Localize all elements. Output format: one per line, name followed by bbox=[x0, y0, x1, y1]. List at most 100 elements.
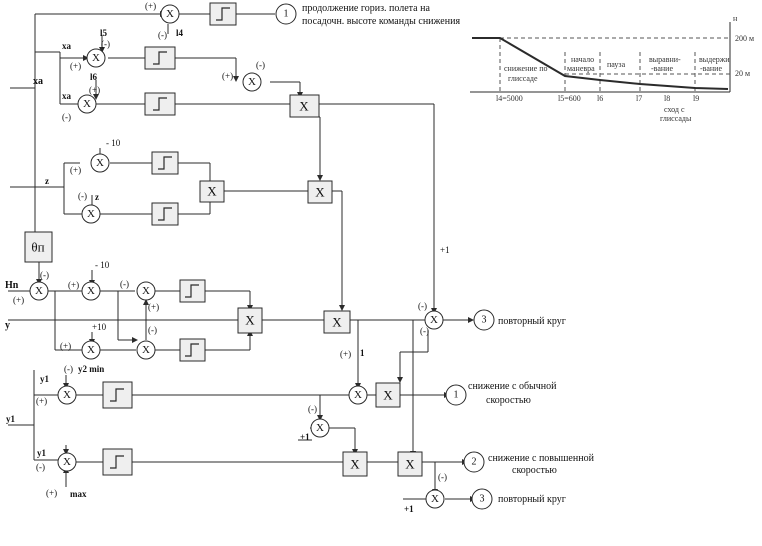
svg-text:выравни-: выравни- bbox=[649, 55, 681, 64]
threshold-blocks bbox=[102, 2, 237, 476]
svg-text:z: z bbox=[45, 176, 49, 186]
svg-text:3: 3 bbox=[482, 315, 487, 326]
svg-text:X: X bbox=[315, 185, 325, 200]
output-labels: продолжение гориз. полета на посадочн. в… bbox=[302, 3, 595, 505]
svg-text:X: X bbox=[299, 99, 309, 114]
svg-text:1: 1 bbox=[284, 9, 289, 20]
svg-text:начало: начало bbox=[571, 55, 594, 64]
svg-text:(+): (+) bbox=[145, 1, 156, 11]
svg-text:l5: l5 bbox=[100, 28, 108, 38]
svg-text:X: X bbox=[166, 8, 174, 20]
svg-text:(+): (+) bbox=[89, 85, 100, 95]
wires bbox=[8, 13, 470, 500]
svg-text:l7: l7 bbox=[636, 94, 642, 103]
svg-text:1: 1 bbox=[360, 348, 365, 358]
svg-text:(-): (-) bbox=[120, 279, 129, 289]
svg-text:(-): (-) bbox=[101, 39, 110, 49]
approach-profile: н 200 м 20 м снижение по глиссаде начало… bbox=[470, 14, 754, 123]
svg-text:н: н bbox=[733, 14, 738, 23]
svg-text:(-): (-) bbox=[64, 364, 73, 374]
svg-text:повторный круг: повторный круг bbox=[498, 494, 566, 505]
svg-text:l9: l9 bbox=[693, 94, 699, 103]
svg-text:(+): (+) bbox=[46, 488, 57, 498]
svg-text:(-): (-) bbox=[256, 60, 265, 70]
svg-text:X: X bbox=[316, 422, 324, 434]
svg-text:X: X bbox=[207, 184, 217, 199]
svg-text:(+): (+) bbox=[13, 295, 24, 305]
svg-text:глиссады: глиссады bbox=[660, 114, 692, 123]
svg-text:20 м: 20 м bbox=[735, 69, 750, 78]
svg-text:(-): (-) bbox=[420, 326, 429, 336]
svg-text:маневра: маневра bbox=[567, 64, 595, 73]
sign-labels: (+) (-) (-) (+) (+) (-) (+) (-) - 10 (+)… bbox=[13, 1, 450, 514]
svg-text:сход с: сход с bbox=[664, 105, 685, 114]
svg-text:(+): (+) bbox=[148, 302, 159, 312]
svg-text:xa: xa bbox=[62, 41, 72, 51]
svg-text:выдержи: выдержи bbox=[699, 55, 730, 64]
svg-text:X: X bbox=[354, 389, 362, 401]
svg-text:y1: y1 bbox=[40, 374, 50, 384]
svg-text:(-): (-) bbox=[148, 325, 157, 335]
svg-text:X: X bbox=[245, 313, 255, 328]
svg-text:y1: y1 bbox=[37, 448, 47, 458]
svg-text:Hn: Hn bbox=[5, 280, 19, 291]
svg-text:z: z bbox=[95, 192, 99, 202]
svg-text:снижение с повышенной: снижение с повышенной bbox=[488, 453, 595, 464]
svg-text:X: X bbox=[405, 457, 415, 472]
svg-text:(-): (-) bbox=[158, 30, 167, 40]
svg-text:+1: +1 bbox=[440, 245, 450, 255]
svg-text:3: 3 bbox=[480, 494, 485, 505]
svg-text:глиссаде: глиссаде bbox=[508, 74, 538, 83]
svg-text:X: X bbox=[83, 98, 91, 110]
svg-text:(-): (-) bbox=[78, 191, 87, 201]
svg-text:1: 1 bbox=[454, 390, 459, 401]
svg-text:max: max bbox=[70, 489, 87, 499]
svg-text:2: 2 bbox=[472, 457, 477, 468]
svg-text:(-): (-) bbox=[62, 112, 71, 122]
svg-text:l6: l6 bbox=[90, 72, 98, 82]
svg-text:X: X bbox=[87, 285, 95, 297]
svg-text:(+): (+) bbox=[36, 396, 47, 406]
svg-text:θп: θп bbox=[31, 240, 44, 255]
svg-text:(+): (+) bbox=[60, 341, 71, 351]
svg-text:X: X bbox=[63, 389, 71, 401]
svg-text:200 м: 200 м bbox=[735, 34, 754, 43]
svg-text:X: X bbox=[87, 208, 95, 220]
svg-text:скоростью: скоростью bbox=[486, 395, 531, 406]
svg-text:X: X bbox=[142, 285, 150, 297]
svg-text:(-): (-) bbox=[308, 404, 317, 414]
svg-text:X: X bbox=[96, 157, 104, 169]
output-terminals: 1 3 1 2 3 bbox=[275, 3, 495, 510]
svg-text:(+): (+) bbox=[222, 71, 233, 81]
svg-text:- 10: - 10 bbox=[106, 138, 121, 148]
svg-text:(+): (+) bbox=[68, 280, 79, 290]
svg-text:+1: +1 bbox=[404, 504, 414, 514]
svg-text:снижение с обычной: снижение с обычной bbox=[468, 381, 557, 392]
svg-text:xa: xa bbox=[62, 91, 72, 101]
svg-text:y: y bbox=[5, 320, 10, 331]
svg-text:-вание: -вание bbox=[651, 64, 673, 73]
svg-text:- 10: - 10 bbox=[95, 260, 110, 270]
svg-text:xa: xa bbox=[33, 76, 43, 87]
svg-text:l8: l8 bbox=[664, 94, 670, 103]
svg-text:-вание: -вание bbox=[700, 64, 722, 73]
svg-text:скоростью: скоростью bbox=[512, 465, 557, 476]
svg-text:посадочн. высоте команды сниже: посадочн. высоте команды снижения bbox=[302, 16, 460, 27]
svg-text:l4: l4 bbox=[176, 28, 184, 38]
svg-text:X: X bbox=[350, 457, 360, 472]
svg-text:продолжение гориз. полета на: продолжение гориз. полета на bbox=[302, 3, 430, 14]
svg-text:пауза: пауза bbox=[607, 60, 626, 69]
svg-text:(-): (-) bbox=[438, 472, 447, 482]
svg-text:(-): (-) bbox=[36, 462, 45, 472]
svg-text:l5=600: l5=600 bbox=[558, 94, 581, 103]
svg-text:X: X bbox=[383, 388, 393, 403]
signal-labels: xa xa xa z z Hn y y1 y1 y1 y2 min max l4… bbox=[5, 28, 184, 499]
svg-text:y1: y1 bbox=[6, 414, 16, 424]
svg-text:+1: +1 bbox=[300, 432, 310, 442]
svg-text:X: X bbox=[430, 314, 438, 326]
svg-text:(+): (+) bbox=[70, 61, 81, 71]
svg-text:(+): (+) bbox=[340, 349, 351, 359]
svg-text:(-): (-) bbox=[418, 301, 427, 311]
svg-text:снижение по: снижение по bbox=[504, 64, 547, 73]
